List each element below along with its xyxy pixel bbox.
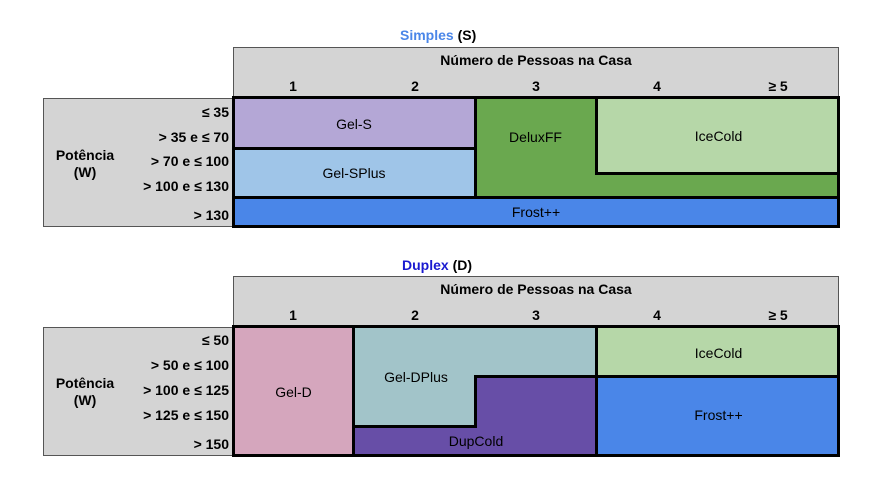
duplex-col-5: ≥ 5 [768, 307, 788, 323]
duplex-row-4: > 125 e ≤ 150 [143, 407, 229, 423]
duplex-side-label-line1: Potência [55, 375, 115, 391]
duplex-header-title: Número de Pessoas na Casa [440, 281, 632, 297]
duplex-col-3: 3 [532, 307, 540, 323]
duplex-row-5: > 150 [193, 436, 229, 452]
duplex-row-1: ≤ 50 [201, 332, 229, 348]
duplex-col-4: 4 [653, 307, 661, 323]
simples-row-2: > 35 e ≤ 70 [158, 129, 229, 145]
simples-header-title: Número de Pessoas na Casa [440, 52, 632, 68]
simples-region-frost-bg [233, 198, 839, 227]
duplex-label-frost: Frost++ [694, 407, 743, 423]
duplex-line-col3-divider [595, 326, 598, 456]
simples-title-word: Simples [400, 27, 454, 43]
duplex-label-icecold: IceCold [694, 345, 743, 361]
simples-line-col2-divider [474, 97, 477, 198]
duplex-row-3: > 100 e ≤ 125 [143, 382, 229, 398]
simples-row-1: ≤ 35 [201, 104, 229, 120]
duplex-line-step-bottom [354, 425, 476, 428]
duplex-title-suffix: (D) [452, 257, 473, 273]
simples-line-gel-divider [233, 147, 477, 150]
duplex-line-step-top [474, 375, 596, 378]
duplex-title: Duplex (D) [402, 257, 472, 273]
duplex-region-gel-dplus-a-bg [354, 326, 596, 377]
simples-title-suffix: (S) [457, 27, 477, 43]
duplex-region-icecold-bg [596, 326, 839, 377]
duplex-col-1: 1 [289, 307, 297, 323]
simples-grid-border [232, 96, 840, 228]
simples-region-gel-s-bg [233, 97, 475, 149]
duplex-label-gel-d: Gel-D [275, 384, 312, 400]
simples-label-deluxff: DeluxFF [509, 129, 562, 145]
duplex-region-gel-dplus-b-bg [354, 377, 475, 427]
simples-label-icecold: IceCold [694, 128, 743, 144]
simples-region-icecold-bg [596, 97, 839, 174]
duplex-line-gel-d-right [352, 326, 355, 456]
simples-col-5: ≥ 5 [768, 78, 788, 94]
simples-row-4: > 100 e ≤ 130 [143, 178, 229, 194]
duplex-label-dupcold: DupCold [448, 433, 504, 449]
duplex-side-label: Potência (W) [48, 375, 122, 409]
simples-col-4: 4 [653, 78, 661, 94]
duplex-row-2: > 50 e ≤ 100 [150, 357, 229, 373]
simples-column-header [233, 47, 839, 99]
duplex-region-frost-bg [596, 377, 839, 456]
simples-col-2: 2 [411, 78, 419, 94]
simples-row-header [43, 98, 235, 227]
simples-line-icecold-bottom [595, 172, 839, 175]
duplex-grid-border [232, 325, 840, 457]
duplex-title-word: Duplex [402, 257, 449, 273]
simples-label-frost: Frost++ [511, 204, 561, 220]
duplex-col-2: 2 [411, 307, 419, 323]
simples-col-3: 3 [532, 78, 540, 94]
simples-col-1: 1 [289, 78, 297, 94]
duplex-side-label-line2: (W) [73, 392, 97, 408]
duplex-region-gel-d-bg [233, 326, 354, 456]
simples-label-gel-splus: Gel-SPlus [322, 165, 386, 181]
duplex-row-header [43, 327, 235, 456]
duplex-label-gel-dplus: Gel-DPlus [384, 369, 448, 385]
simples-line-icecold-left [595, 97, 598, 174]
simples-region-gel-splus-bg [233, 149, 475, 198]
simples-row-3: > 70 e ≤ 100 [150, 153, 229, 169]
simples-side-label-line1: Potência [55, 147, 115, 163]
simples-side-label-line2: (W) [73, 164, 97, 180]
duplex-line-step-vertical [474, 375, 477, 428]
simples-line-frost-top [233, 196, 839, 199]
simples-side-label: Potência (W) [48, 147, 122, 181]
simples-title: Simples (S) [400, 27, 476, 43]
simples-row-5: > 130 [193, 207, 229, 223]
simples-label-gel-s: Gel-S [336, 116, 372, 132]
duplex-line-icecold-bottom [596, 375, 839, 378]
